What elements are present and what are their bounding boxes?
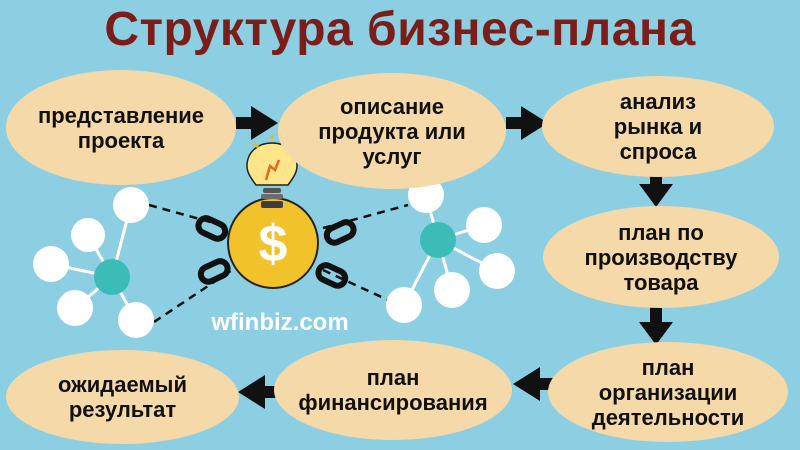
- chain-link-icon: [195, 215, 357, 289]
- step-label: анализ рынка и спроса: [613, 89, 703, 164]
- arrow-icon: [236, 106, 278, 140]
- molecule-icon: [322, 177, 515, 323]
- step-market-analysis: анализ рынка и спроса: [542, 76, 774, 177]
- arrow-icon: [639, 302, 673, 345]
- dollar-coin-icon: $: [227, 197, 319, 289]
- step-expected-result: ожидаемый результат: [6, 350, 239, 444]
- arrow-icon: [238, 375, 281, 409]
- step-label: план по производству товара: [584, 219, 738, 295]
- arrow-icon: [513, 367, 556, 401]
- step-label: представление проекта: [37, 102, 205, 153]
- arrow-icon: [506, 106, 548, 140]
- step-label: ожидаемый результат: [57, 372, 187, 422]
- lightbulb-icon: [246, 135, 298, 208]
- step-project-presentation: представление проекта: [6, 70, 236, 185]
- step-label: план финансирования: [298, 365, 488, 415]
- website-label: wfinbiz.com: [211, 309, 349, 336]
- step-organization-plan: план организации деятельности: [548, 342, 788, 442]
- step-financing-plan: план финансирования: [274, 340, 512, 440]
- step-product-description: описание продукта или услуг: [278, 73, 506, 189]
- arrow-icon: [639, 163, 673, 207]
- step-production-plan: план по производству товара: [543, 206, 779, 308]
- dollar-sign: $: [259, 215, 288, 273]
- diagram-title: Структура бизнес-плана: [104, 3, 696, 56]
- step-label: план организации деятельности: [591, 354, 745, 430]
- step-label: описание продукта или услуг: [318, 93, 466, 169]
- molecule-icon: [33, 187, 233, 338]
